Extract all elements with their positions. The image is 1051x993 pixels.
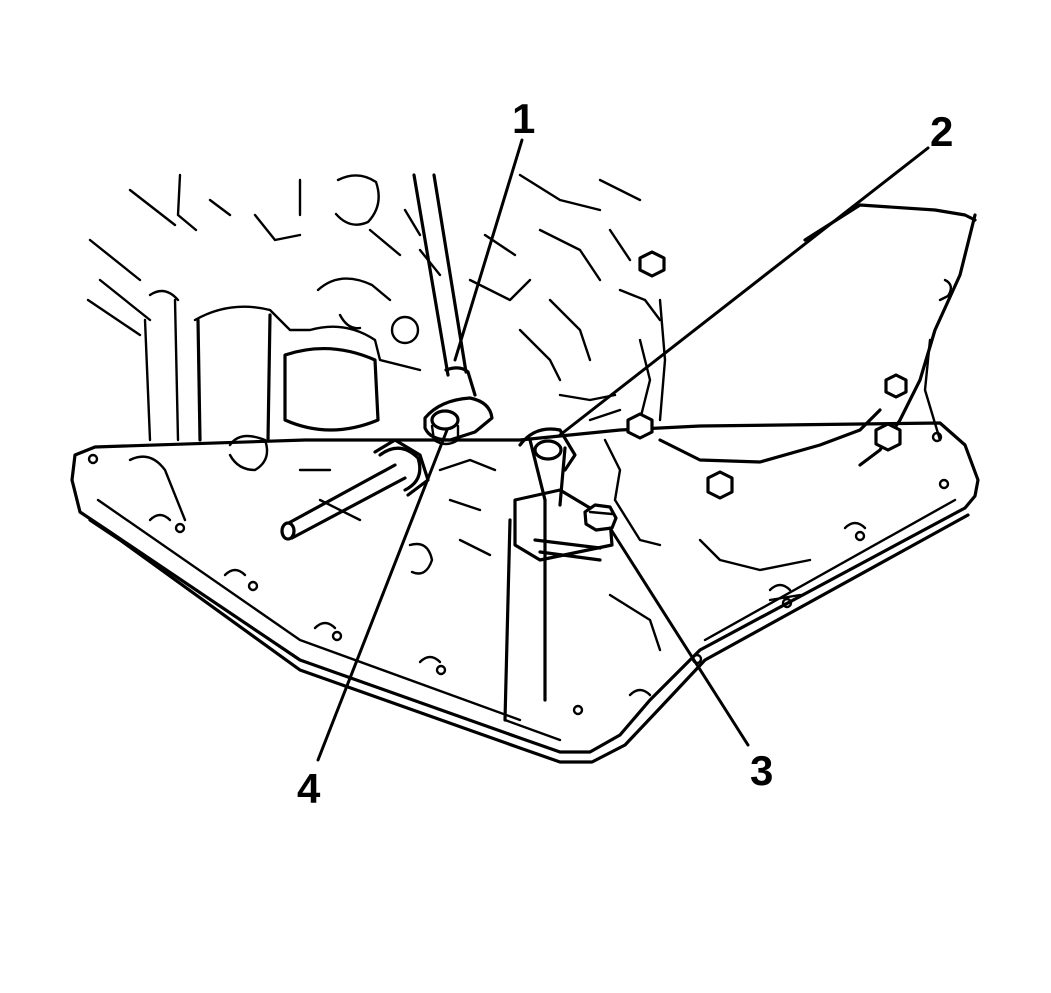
shift-lever — [503, 427, 614, 742]
manual-shaft — [280, 438, 430, 541]
callout-2: 2 — [930, 108, 953, 155]
callout-4: 4 — [297, 765, 321, 812]
case-flange — [70, 421, 980, 764]
tool-shaft — [412, 173, 494, 446]
leader-line-1 — [453, 138, 524, 362]
leader-line-2 — [558, 146, 930, 437]
leader-line-4 — [316, 428, 449, 762]
callout-1: 1 — [512, 95, 535, 142]
callouts: 1 2 3 4 — [297, 95, 953, 812]
callout-3: 3 — [750, 747, 773, 794]
leader-lines — [316, 138, 930, 762]
valve-body — [86, 173, 622, 575]
retaining-bolt — [583, 503, 618, 532]
transmission-case — [598, 178, 977, 652]
leader-line-3 — [608, 526, 750, 747]
